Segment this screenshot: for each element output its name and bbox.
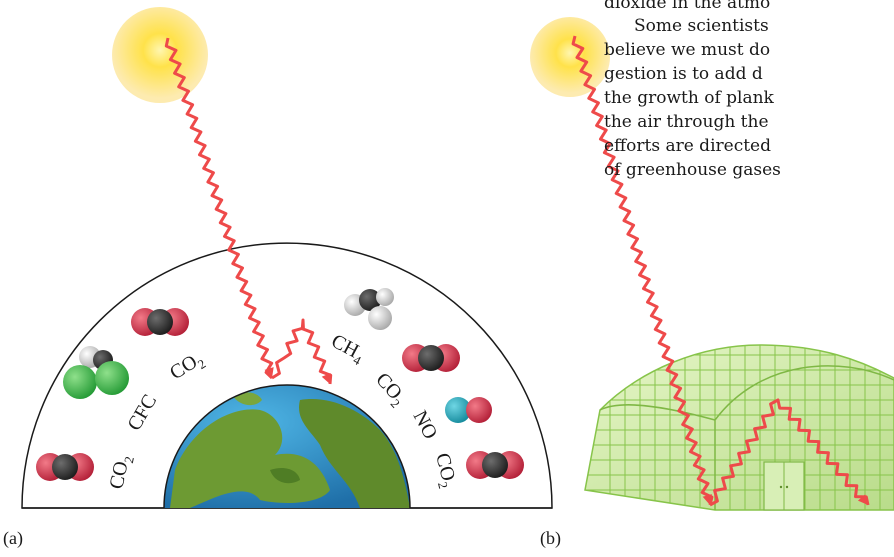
incoming-ray-b-arrowhead bbox=[702, 494, 712, 505]
reflected-ray-a-arrowhead bbox=[321, 373, 331, 384]
incoming-ray-a bbox=[164, 37, 274, 380]
continents bbox=[170, 392, 410, 508]
text-line: believe we must do bbox=[604, 40, 771, 60]
panel-label-a: (a) bbox=[3, 528, 23, 548]
text-line: the air through the bbox=[604, 112, 769, 132]
text-line: efforts are directed bbox=[604, 136, 771, 156]
text-line: dioxide in the atmo bbox=[604, 0, 771, 13]
gas-label-co2-bottom-left: CO2 bbox=[105, 453, 137, 492]
text-line: Some scientists bbox=[634, 16, 769, 36]
earth bbox=[163, 384, 411, 509]
greenhouse-door bbox=[763, 461, 805, 511]
co2-molecule-right bbox=[402, 344, 460, 372]
co2-molecule-top bbox=[131, 308, 189, 336]
atmosphere-arc bbox=[21, 242, 553, 509]
incoming-ray-a-arrowhead bbox=[264, 367, 274, 378]
svg-text:CO2: CO2 bbox=[105, 453, 137, 492]
cfc-molecule bbox=[63, 346, 129, 399]
text-line: gestion is to add d bbox=[604, 64, 763, 84]
text-line: of greenhouse gases bbox=[604, 160, 781, 180]
trapped-ray-b bbox=[709, 398, 870, 507]
sun-a bbox=[112, 7, 208, 103]
ch4-molecule bbox=[344, 288, 394, 330]
panel-label-b: (b) bbox=[540, 528, 561, 548]
radiation-rays-b bbox=[571, 35, 870, 507]
incoming-ray-b bbox=[571, 35, 714, 506]
text-line: the growth of plank bbox=[604, 88, 774, 108]
trapped-ray-b-arrowhead bbox=[857, 494, 868, 505]
no-molecule bbox=[445, 397, 492, 423]
co2-molecule-bottom-right bbox=[466, 451, 524, 479]
reflected-ray-a bbox=[271, 318, 333, 385]
sun-b bbox=[530, 17, 610, 97]
co2-molecule-left bbox=[36, 453, 94, 481]
radiation-rays-a bbox=[164, 37, 333, 385]
